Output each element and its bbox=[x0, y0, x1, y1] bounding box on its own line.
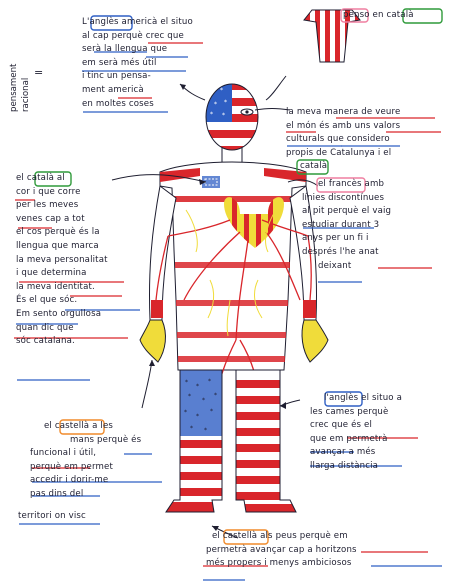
note-line: crec que és el bbox=[310, 419, 402, 433]
note-line: que em permetrà bbox=[310, 433, 402, 447]
note-line: per les meves bbox=[16, 199, 108, 213]
note-line: estudiar durant 3 bbox=[302, 219, 391, 233]
note-castella-feet: el castellà als peus perquè em permetrà … bbox=[206, 530, 357, 571]
note-line: cor i que corre bbox=[16, 186, 108, 200]
title-word: penso en bbox=[343, 10, 386, 20]
note-line: venes cap a tot bbox=[16, 213, 108, 227]
note-line: després l'he anat bbox=[302, 246, 391, 260]
note-line: perquè em permet bbox=[30, 461, 141, 475]
note-line: ment americà bbox=[82, 84, 193, 98]
note-line: sóc catalana. bbox=[16, 335, 108, 349]
note-line: culturals que considero bbox=[286, 133, 400, 147]
note-line: el castellà a les bbox=[30, 420, 141, 434]
note-line: llarga distància bbox=[310, 460, 402, 474]
note-line: el català al bbox=[16, 172, 108, 186]
svg-text:*: * bbox=[210, 91, 213, 98]
left-leg bbox=[160, 368, 230, 518]
svg-text:*: * bbox=[188, 393, 191, 400]
svg-text:*: * bbox=[208, 378, 211, 385]
note-line: quan dic que bbox=[16, 322, 108, 336]
svg-text:*: * bbox=[210, 408, 213, 415]
note-catala-heart: el català al cor i que corre per les mev… bbox=[16, 172, 108, 349]
note-line: el cos perquè és la bbox=[16, 226, 108, 240]
note-line: la meva identitat. bbox=[16, 281, 108, 295]
svg-text:*: * bbox=[190, 425, 193, 432]
note-line: i tinc un pensa- bbox=[82, 70, 193, 84]
note-line: i que determina bbox=[16, 267, 108, 281]
side-label-line: racional bbox=[20, 64, 32, 112]
svg-text:*: * bbox=[220, 87, 223, 94]
side-label-equals: = bbox=[34, 66, 43, 80]
note-line: el món és amb uns valors bbox=[286, 120, 400, 134]
note-line: avançar a més bbox=[310, 446, 402, 460]
svg-text:*: * bbox=[204, 427, 207, 434]
note-line: anys per un fi i bbox=[302, 232, 391, 246]
title-highlight: català bbox=[386, 10, 413, 20]
note-line: línies discontínues bbox=[302, 192, 391, 206]
note-line: deixant bbox=[302, 260, 391, 274]
note-line: pas dins del bbox=[30, 488, 141, 502]
note-line: permetrà avançar cap a horitzons bbox=[206, 544, 357, 558]
note-line: em serà més útil bbox=[82, 57, 193, 71]
side-label-line: pensament bbox=[8, 64, 20, 112]
note-angles-head: L'anglès americà el situo al cap perquè … bbox=[82, 16, 193, 111]
note-angles-legs: l'anglès el situo a les cames perquè cre… bbox=[310, 392, 402, 474]
note-line: al pit perquè el vaig bbox=[302, 205, 391, 219]
svg-text:*: * bbox=[224, 99, 227, 106]
note-line: la meva manera de veure bbox=[286, 106, 400, 120]
note-line: el francès amb bbox=[302, 178, 391, 192]
note-frances: el francès amb línies discontínues al pi… bbox=[302, 178, 391, 273]
svg-text:*: * bbox=[185, 379, 188, 386]
svg-text:*: * bbox=[202, 397, 205, 404]
side-label: pensament racional bbox=[8, 64, 32, 112]
note-line: És el que sóc. bbox=[16, 294, 108, 308]
svg-text:*: * bbox=[210, 111, 213, 118]
note-line: l'anglès el situo a bbox=[310, 392, 402, 406]
right-hand bbox=[302, 320, 328, 362]
svg-text:*: * bbox=[214, 101, 217, 108]
note-line: en moltes coses bbox=[82, 98, 193, 112]
svg-text:*: * bbox=[214, 392, 217, 399]
svg-text:*: * bbox=[196, 413, 199, 420]
right-leg bbox=[232, 368, 302, 518]
note-line: propis de Catalunya i el bbox=[286, 147, 400, 161]
note-line: la meva personalitat bbox=[16, 254, 108, 268]
svg-text:*: * bbox=[196, 383, 199, 390]
note-line: al cap perquè crec que bbox=[82, 30, 193, 44]
svg-text:*: * bbox=[184, 409, 187, 416]
note-line: funcional i útil, bbox=[30, 447, 141, 461]
note-line: accedir i dorir-me bbox=[30, 474, 141, 488]
note-mind: la meva manera de veure el món és amb un… bbox=[286, 106, 400, 174]
note-line: llengua que marca bbox=[16, 240, 108, 254]
note-line: el castellà als peus perquè em bbox=[206, 530, 357, 544]
note-line: mans perquè és bbox=[30, 434, 141, 448]
note-line: català bbox=[286, 160, 400, 174]
note-line: més propers i menys ambiciosos bbox=[206, 557, 357, 571]
left-hand bbox=[140, 320, 165, 362]
note-line: serà la llengua que bbox=[82, 43, 193, 57]
note-castella-hands: el castellà a les mans perquè és funcion… bbox=[30, 420, 141, 523]
note-line: L'anglès americà el situo bbox=[82, 16, 193, 30]
note-line: les cames perquè bbox=[310, 406, 402, 420]
top-right-title: penso en català bbox=[343, 9, 414, 23]
note-line: Em sento orgullosa bbox=[16, 308, 108, 322]
svg-text:*: * bbox=[222, 112, 225, 119]
note-line: territori on visc bbox=[18, 510, 141, 524]
